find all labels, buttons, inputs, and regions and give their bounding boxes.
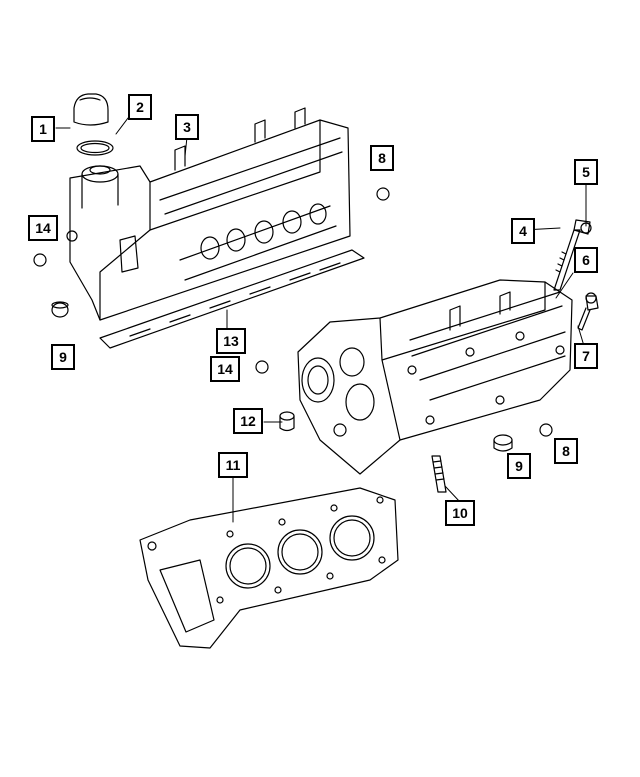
upper-head-gasket bbox=[99, 249, 365, 349]
callout-11: 11 bbox=[218, 452, 248, 478]
callout-8-lower: 8 bbox=[554, 438, 578, 464]
callout-3: 3 bbox=[175, 114, 199, 140]
callout-5: 5 bbox=[574, 159, 598, 185]
cylinder-head-gasket bbox=[139, 487, 399, 649]
plug-9-right bbox=[493, 434, 513, 452]
plug-14-middle bbox=[255, 360, 269, 374]
callout-9-left: 9 bbox=[51, 344, 75, 370]
upper-cylinder-head bbox=[66, 107, 351, 321]
callout-14-middle: 14 bbox=[210, 356, 240, 382]
callout-6: 6 bbox=[574, 247, 598, 273]
callout-2: 2 bbox=[128, 94, 152, 120]
stud-part bbox=[431, 455, 447, 493]
plug-8-upper bbox=[376, 187, 390, 201]
callout-10: 10 bbox=[445, 500, 475, 526]
short-bolt-part bbox=[577, 292, 599, 331]
callout-9-right: 9 bbox=[507, 453, 531, 479]
callout-14-left: 14 bbox=[28, 215, 58, 241]
callout-7: 7 bbox=[574, 343, 598, 369]
callout-4: 4 bbox=[511, 218, 535, 244]
callout-1: 1 bbox=[31, 116, 55, 142]
plug-9-left bbox=[51, 302, 69, 318]
callout-13: 13 bbox=[216, 328, 246, 354]
lower-cylinder-head bbox=[297, 279, 573, 475]
long-bolt-part bbox=[553, 219, 592, 291]
callout-12: 12 bbox=[233, 408, 263, 434]
seal-ring-part bbox=[76, 140, 114, 156]
cap-part bbox=[73, 93, 109, 126]
plug-14-left bbox=[33, 253, 47, 267]
sleeve-12 bbox=[279, 411, 295, 432]
callout-8-upper: 8 bbox=[370, 145, 394, 171]
plug-8-lower bbox=[539, 423, 553, 437]
